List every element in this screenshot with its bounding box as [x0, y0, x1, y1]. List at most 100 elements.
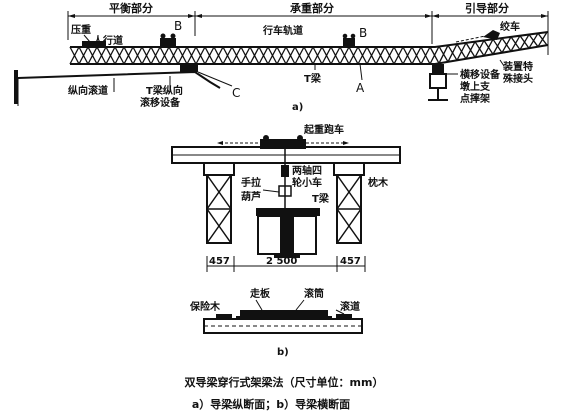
marker-a: A: [356, 81, 365, 95]
hand-hoist-label-2: 葫芦: [241, 190, 261, 203]
ground-line: [14, 70, 221, 106]
trolley-label-1: 两轴四: [292, 164, 322, 177]
truss-diagonal: [96, 46, 107, 65]
truss-diagonal: [105, 46, 116, 65]
marker-b-right: B: [359, 26, 367, 40]
pier-support-label-2: 点摔架: [460, 92, 490, 105]
truss-diagonal: [357, 46, 368, 65]
truss-diagonal: [69, 46, 80, 65]
caption-line1: 双导梁穿行式架梁法（尺寸单位：mm）: [185, 375, 384, 389]
truss-diagonal: [168, 46, 179, 65]
truss-diagonal: [402, 46, 413, 65]
marker-b-left: B: [174, 19, 182, 33]
section-bearing-label: 承重部分: [290, 1, 334, 15]
gantry-crane-label: 起重跑车: [303, 123, 344, 136]
roller-track-label: 滚道: [340, 300, 360, 313]
special-joint-label-2: 殊接头: [502, 72, 533, 85]
truss-diagonal: [258, 46, 269, 65]
t-beam-cross-section: [256, 208, 320, 258]
truss-diagonal: [537, 31, 548, 48]
truss-diagonal: [393, 46, 404, 65]
caption-line2: a）导梁纵断面；b）导梁横断面: [192, 397, 350, 411]
truss-diagonal: [231, 46, 242, 65]
truss-diagonal: [213, 46, 224, 65]
part-b-cross-section: 起重跑车 枕木 两轴四 轮小车 手拉: [171, 123, 401, 358]
dimension-right: 457: [340, 256, 361, 267]
gantry-crane-trolley: [217, 135, 349, 149]
dimension-line-b: [206, 256, 366, 272]
truss-diagonal: [141, 46, 152, 65]
truss-diagonal: [150, 46, 161, 65]
truss-diagonal: [222, 46, 233, 65]
section-guide-label: 引导部分: [465, 1, 509, 15]
truss-diagonal: [195, 46, 206, 65]
truss-diagonal: [339, 46, 350, 65]
lateral-device-label: 横移设备: [460, 68, 501, 81]
truss-diagonal: [321, 46, 332, 65]
special-joint-label-1: 装置特: [502, 60, 533, 73]
ground-base: [203, 318, 363, 334]
t-beam-roller-label-2: 滚移设备: [140, 96, 181, 109]
section-balance-label: 平衡部分: [109, 1, 153, 15]
truss-diagonal: [375, 46, 386, 65]
truss-diagonal: [510, 35, 521, 52]
truss-diagonal: [249, 46, 260, 65]
truss-diagonal: [519, 34, 530, 51]
truss-diagonal: [501, 36, 512, 54]
truss-girder: [69, 31, 549, 65]
sleeper-label: 枕木: [368, 176, 389, 189]
part-b-sublabel: b): [277, 347, 289, 358]
trolley-label-2: 轮小车: [292, 176, 322, 189]
truss-diagonal: [303, 46, 314, 65]
truss-diagonal: [285, 46, 296, 65]
truss-diagonal: [447, 43, 458, 63]
truss-diagonal: [366, 46, 377, 65]
truss-diagonal: [123, 46, 134, 65]
left-sleeper-tower: [203, 162, 235, 244]
truss-diagonal: [411, 46, 422, 65]
truss-diagonal: [438, 44, 449, 64]
part-a-longitudinal-section: 平衡部分 承重部分 引导部分 压重 人行道 B B 行车轨道: [14, 1, 549, 113]
truss-diagonal: [348, 46, 359, 65]
truss-diagonal: [420, 46, 431, 65]
truss-diagonal: [465, 41, 476, 60]
roller-assembly: [216, 310, 352, 319]
truss-diagonal: [132, 46, 143, 65]
truss-diagonal: [456, 42, 467, 61]
pier-support-assembly: [428, 64, 448, 101]
part-a-sublabel: a): [292, 102, 303, 113]
truss-diagonal: [114, 46, 125, 65]
ballast-label: 压重: [71, 23, 91, 36]
ballast-block: [82, 41, 106, 47]
truss-diagonal: [492, 37, 503, 55]
hoist-assembly: [278, 149, 292, 210]
truss-diagonal: [483, 38, 494, 57]
winch-label: 绞车: [500, 20, 520, 33]
truss-diagonal: [240, 46, 251, 65]
truss-diagonal: [429, 46, 440, 65]
truss-diagonal: [528, 32, 539, 49]
truss-diagonal: [87, 46, 98, 65]
t-beam-block: [180, 64, 198, 72]
truss-diagonal: [384, 46, 395, 65]
winch: [455, 30, 500, 43]
dimension-left: 457: [209, 256, 230, 267]
truss-diagonal: [177, 46, 188, 65]
safety-wood-label: 保险木: [189, 300, 221, 313]
truss-diagonal: [159, 46, 170, 65]
truss-diagonals: [69, 31, 548, 65]
t-beam-label: T梁: [304, 72, 322, 85]
trolley-b-right: [342, 33, 356, 47]
truss-diagonal: [294, 46, 305, 65]
truss-diagonal: [330, 46, 341, 65]
truss-diagonal: [312, 46, 323, 65]
walk-board-label: 走板: [249, 287, 271, 300]
hand-hoist-label-1: 手拉: [241, 176, 261, 189]
t-beam-roller-label-1: T梁纵向: [146, 84, 183, 97]
right-sleeper-tower: [333, 162, 365, 244]
dimension-center: 2 500: [266, 256, 297, 267]
roller-label: 滚筒: [304, 287, 324, 300]
truss-diagonal: [474, 40, 485, 58]
truss-diagonal: [186, 46, 197, 65]
